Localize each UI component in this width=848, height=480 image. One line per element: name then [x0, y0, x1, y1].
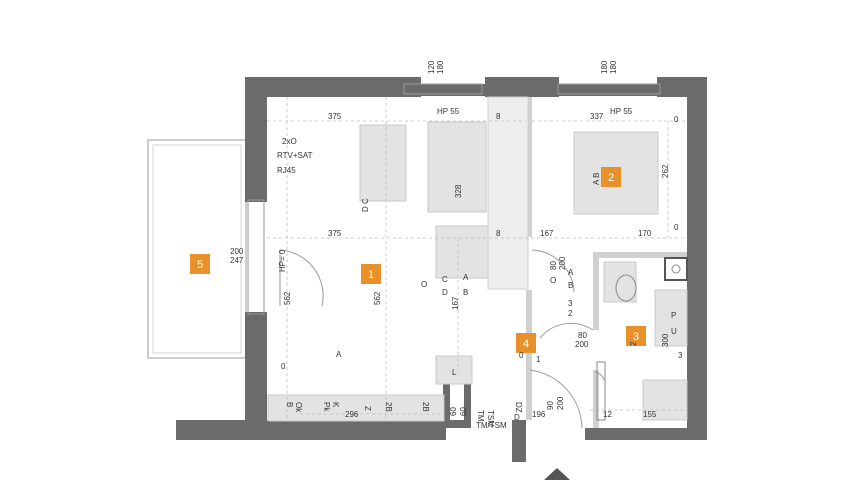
wardrobe — [487, 96, 529, 290]
window-left-dim-a: 120 — [427, 60, 436, 74]
dim-bottom-155: 155 — [643, 410, 657, 419]
symbol-d: D — [442, 288, 448, 297]
hp-right: HP 55 — [610, 107, 633, 116]
symbol-bath-2: 2 — [629, 341, 638, 346]
symbol-tm: TM — [476, 410, 485, 422]
windows — [247, 83, 661, 315]
dim-top-left-width: 375 — [328, 112, 342, 121]
room-marker-5 — [190, 254, 210, 274]
room-dims: 375 337 8 375 8 167 170 562 562 262 328 … — [230, 112, 670, 419]
dim-closet-height: 328 — [454, 184, 463, 198]
dim-bottom-296: 296 — [345, 410, 359, 419]
dim-bedroom-height: 262 — [661, 164, 670, 178]
room-marker-2-label: 2 — [608, 172, 614, 184]
dim-mid-left-width: 375 — [328, 229, 342, 238]
symbol-tsm: TSM — [486, 410, 495, 427]
room-marker-1 — [361, 264, 381, 284]
dim-bottom-12: 12 — [603, 410, 612, 419]
symbol-one: 1 — [536, 355, 541, 364]
symbol-o: O — [421, 280, 427, 289]
window-right-dim-a: 180 — [600, 60, 609, 74]
dim-mid-8: 8 — [496, 229, 501, 238]
dim-door-a-top: 80 — [549, 261, 558, 270]
symbol-tm-tsm: TM/TSM — [476, 421, 507, 430]
dim-corridor-width: 167 — [540, 229, 554, 238]
dim-balcony-door-a: 200 — [230, 247, 244, 256]
symbol-2b-2: 2B — [421, 402, 430, 412]
symbol-l: L — [452, 368, 457, 377]
dim-bottom-196: 196 — [532, 410, 546, 419]
room-marker-3 — [626, 326, 646, 346]
window-dims: 120 180 180 180 HP 55 HP 55 — [427, 60, 633, 116]
symbol-k-kitchen: K — [331, 402, 340, 408]
tv-line-1: 2xO — [282, 137, 297, 146]
walls — [176, 77, 707, 462]
dim-bath-height: 300 — [661, 333, 670, 347]
dim-hp-zero: HP= 0 — [278, 249, 287, 272]
dim-niche-a: 60 — [449, 407, 458, 416]
balcony-inner — [152, 144, 242, 354]
symbol-dc: D C — [361, 198, 370, 212]
dim-niche-b: 60 — [459, 407, 468, 416]
balcony-outline — [147, 139, 247, 359]
symbol-a: A — [463, 273, 469, 282]
dim-entry-b: 200 — [556, 396, 565, 410]
symbol-zero-3: 0 — [281, 362, 286, 371]
dim-room1-height: 562 — [373, 291, 382, 305]
dim-entry-a: 90 — [546, 401, 555, 410]
dim-left-height: 562 — [283, 291, 292, 305]
dim-hall-height: 167 — [451, 296, 460, 310]
tv-line-2: RTV+SAT — [277, 151, 313, 160]
symbol-z-kitchen: Z — [363, 406, 372, 411]
symbol-a-hall: A — [568, 268, 574, 277]
door-swings — [279, 249, 605, 429]
symbol-a-room1: A — [336, 350, 342, 359]
symbol-p: P — [671, 311, 676, 320]
window-right-dim-b: 180 — [609, 60, 618, 74]
north-arrow-icon — [544, 468, 570, 480]
room-marker-4-label: 4 — [523, 338, 529, 350]
dim-door-b-bottom: 200 — [575, 340, 589, 349]
room-marker-2 — [601, 167, 621, 187]
symbol-d-entry: D — [514, 413, 520, 422]
symbol-zero-4: 0 — [519, 351, 524, 360]
dim-door-a-bottom: 200 — [558, 256, 567, 270]
symbol-o-hall: O — [550, 276, 556, 285]
room-marker-3-label: 3 — [633, 331, 639, 343]
dimension-lines — [267, 97, 687, 420]
dim-mid-8-top: 8 — [496, 112, 501, 121]
symbol-ab-bedroom: A B — [592, 173, 601, 185]
dim-door-b-top: 80 — [578, 331, 587, 340]
fixtures — [596, 257, 688, 421]
symbol-2b-1: 2B — [384, 402, 393, 412]
tv-line-3: RJ45 — [277, 166, 296, 175]
symbol-b-hall: B — [568, 281, 573, 290]
room-markers: 1 2 3 4 5 — [190, 167, 646, 353]
shaft-opening — [450, 380, 464, 420]
dim-bath-width: 170 — [638, 229, 652, 238]
symbol-three: 3 — [568, 299, 573, 308]
symbol-b-kitchen: B — [285, 402, 294, 407]
symbol-two: 2 — [568, 309, 573, 318]
room-marker-1-label: 1 — [368, 269, 374, 281]
dim-balcony-door-b: 247 — [230, 256, 244, 265]
interior-walls — [526, 97, 687, 428]
window-left-dim-b: 180 — [436, 60, 445, 74]
symbols: 2xO RTV+SAT RJ45 D C A B 0 0 0 0 C A D B… — [277, 115, 683, 430]
symbol-bath-3: 3 — [678, 351, 683, 360]
hp-left: HP 55 — [437, 107, 460, 116]
room-marker-5-label: 5 — [197, 259, 203, 271]
symbol-u: U — [671, 327, 677, 336]
symbol-zero-1: 0 — [674, 115, 679, 124]
room-marker-4 — [516, 333, 536, 353]
symbol-c: C — [442, 275, 448, 284]
symbol-zero-2: 0 — [674, 223, 679, 232]
dim-top-right-width: 337 — [590, 112, 604, 121]
furniture — [267, 121, 688, 422]
symbol-dz: DZ — [514, 402, 523, 413]
symbol-ok: Ok — [294, 402, 303, 413]
symbol-pk: Pk — [322, 402, 331, 412]
symbol-b: B — [463, 288, 468, 297]
